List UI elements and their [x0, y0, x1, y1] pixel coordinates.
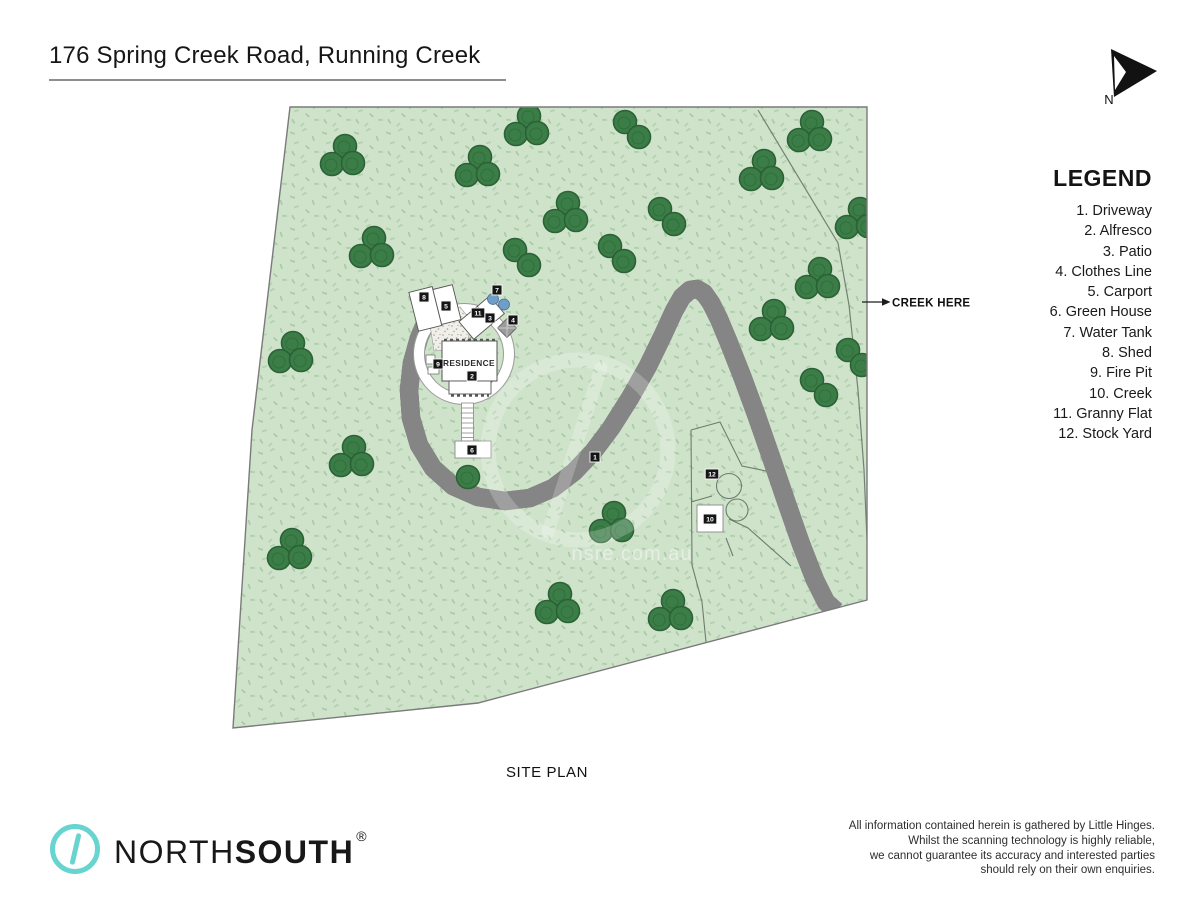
- legend-item: 5. Carport: [1087, 284, 1152, 301]
- svg-text:2: 2: [470, 374, 474, 381]
- legend-item: 4. Clothes Line: [1055, 263, 1152, 280]
- legend-item: 10. Creek: [1089, 385, 1152, 402]
- svg-text:12: 12: [708, 472, 716, 479]
- legend-item: 1. Driveway: [1076, 203, 1152, 219]
- property-boundary: [232, 106, 868, 729]
- registered-mark: ®: [356, 827, 369, 844]
- stock-yard-pen: [715, 472, 743, 500]
- svg-text:11: 11: [474, 311, 481, 318]
- disclaimer-line: Whilst the scanning technology is highly…: [908, 834, 1155, 847]
- legend-list: 1. Driveway 2. Alfresco 3. Patio 4. Clothes…: [932, 201, 1152, 445]
- map-marker-10: 10: [702, 513, 718, 525]
- legend-item: 11. Granny Flat: [1053, 405, 1152, 422]
- legend-panel: LEGEND 1. Driveway 2. Alfresco 3. Patio 4. …: [932, 165, 1152, 445]
- water-tanks: [487, 293, 510, 311]
- svg-text:7: 7: [495, 288, 499, 295]
- brand-south: SOUTH: [234, 833, 355, 870]
- legend-item: 8. Shed: [1102, 345, 1152, 362]
- legend-title: LEGEND: [1053, 165, 1152, 191]
- stock-yard-pen: [725, 498, 749, 522]
- north-arrow-icon: [1111, 49, 1157, 97]
- creek-callout-label: CREEK HERE: [892, 298, 970, 310]
- legend-item: 9. Fire Pit: [1089, 365, 1152, 382]
- map-marker-1: 1: [589, 451, 601, 463]
- disclaimer: All information contained herein is gath…: [835, 819, 1155, 878]
- creek-callout: CREEK HERE: [862, 298, 970, 310]
- svg-text:10: 10: [706, 517, 714, 524]
- brand-logo-icon: [50, 824, 100, 874]
- legend-item: 2. Alfresco: [1084, 223, 1152, 240]
- plan-caption: SITE PLAN: [505, 764, 589, 781]
- svg-text:6: 6: [470, 448, 474, 455]
- map-marker-11: 11: [470, 307, 486, 319]
- stock-yard-fences: [690, 421, 792, 643]
- map-marker-6: 6: [466, 444, 478, 456]
- alfresco-deck: [448, 380, 492, 395]
- creek-callout-arrow-icon: [882, 298, 891, 306]
- garden-steps: [461, 402, 474, 442]
- svg-text:9: 9: [436, 362, 440, 369]
- brand-north: NORTH: [114, 833, 235, 870]
- disclaimer-line: should rely on their own enquiries.: [980, 864, 1155, 877]
- tree-clusters: [266, 107, 867, 632]
- svg-text:8: 8: [422, 295, 426, 302]
- title-underline: [49, 79, 506, 81]
- driveway-path: [399, 279, 836, 611]
- legend-item: 3. Patio: [1102, 243, 1152, 260]
- svg-text:4: 4: [511, 318, 515, 325]
- residence-building: RESIDENCE: [441, 338, 498, 397]
- watermark-text: nsre.com.au: [571, 543, 692, 565]
- brand-logo-slash: [68, 832, 82, 866]
- legend-item: 12. Stock Yard: [1058, 426, 1152, 443]
- legend-item: 7. Water Tank: [1063, 324, 1152, 341]
- map-marker-5: 5: [440, 300, 452, 312]
- brand-wordmark: NORTHSOUTH®: [114, 828, 368, 871]
- disclaimer-line: All information contained herein is gath…: [848, 820, 1155, 832]
- watermark: nsre.com.au: [480, 352, 692, 565]
- svg-text:1: 1: [593, 455, 597, 462]
- map-marker-7: 7: [491, 284, 503, 296]
- residence-label: RESIDENCE: [443, 358, 495, 368]
- map-marker-8: 8: [418, 291, 430, 303]
- page-title: 176 Spring Creek Road, Running Creek: [49, 42, 481, 69]
- brand-logo: NORTHSOUTH®: [50, 824, 368, 874]
- property-parcel: [233, 107, 867, 728]
- svg-text:3: 3: [488, 316, 492, 323]
- map-marker-2: 2: [466, 370, 478, 382]
- svg-text:5: 5: [444, 304, 448, 311]
- map-marker-4: 4: [507, 314, 519, 326]
- disclaimer-line: we cannot guarantee its accuracy and int…: [869, 849, 1155, 862]
- north-label: N: [1104, 92, 1114, 107]
- legend-item: 6. Green House: [1049, 304, 1152, 321]
- map-marker-9: 9: [432, 358, 444, 370]
- map-marker-12: 12: [704, 468, 720, 480]
- map-marker-3: 3: [484, 312, 496, 324]
